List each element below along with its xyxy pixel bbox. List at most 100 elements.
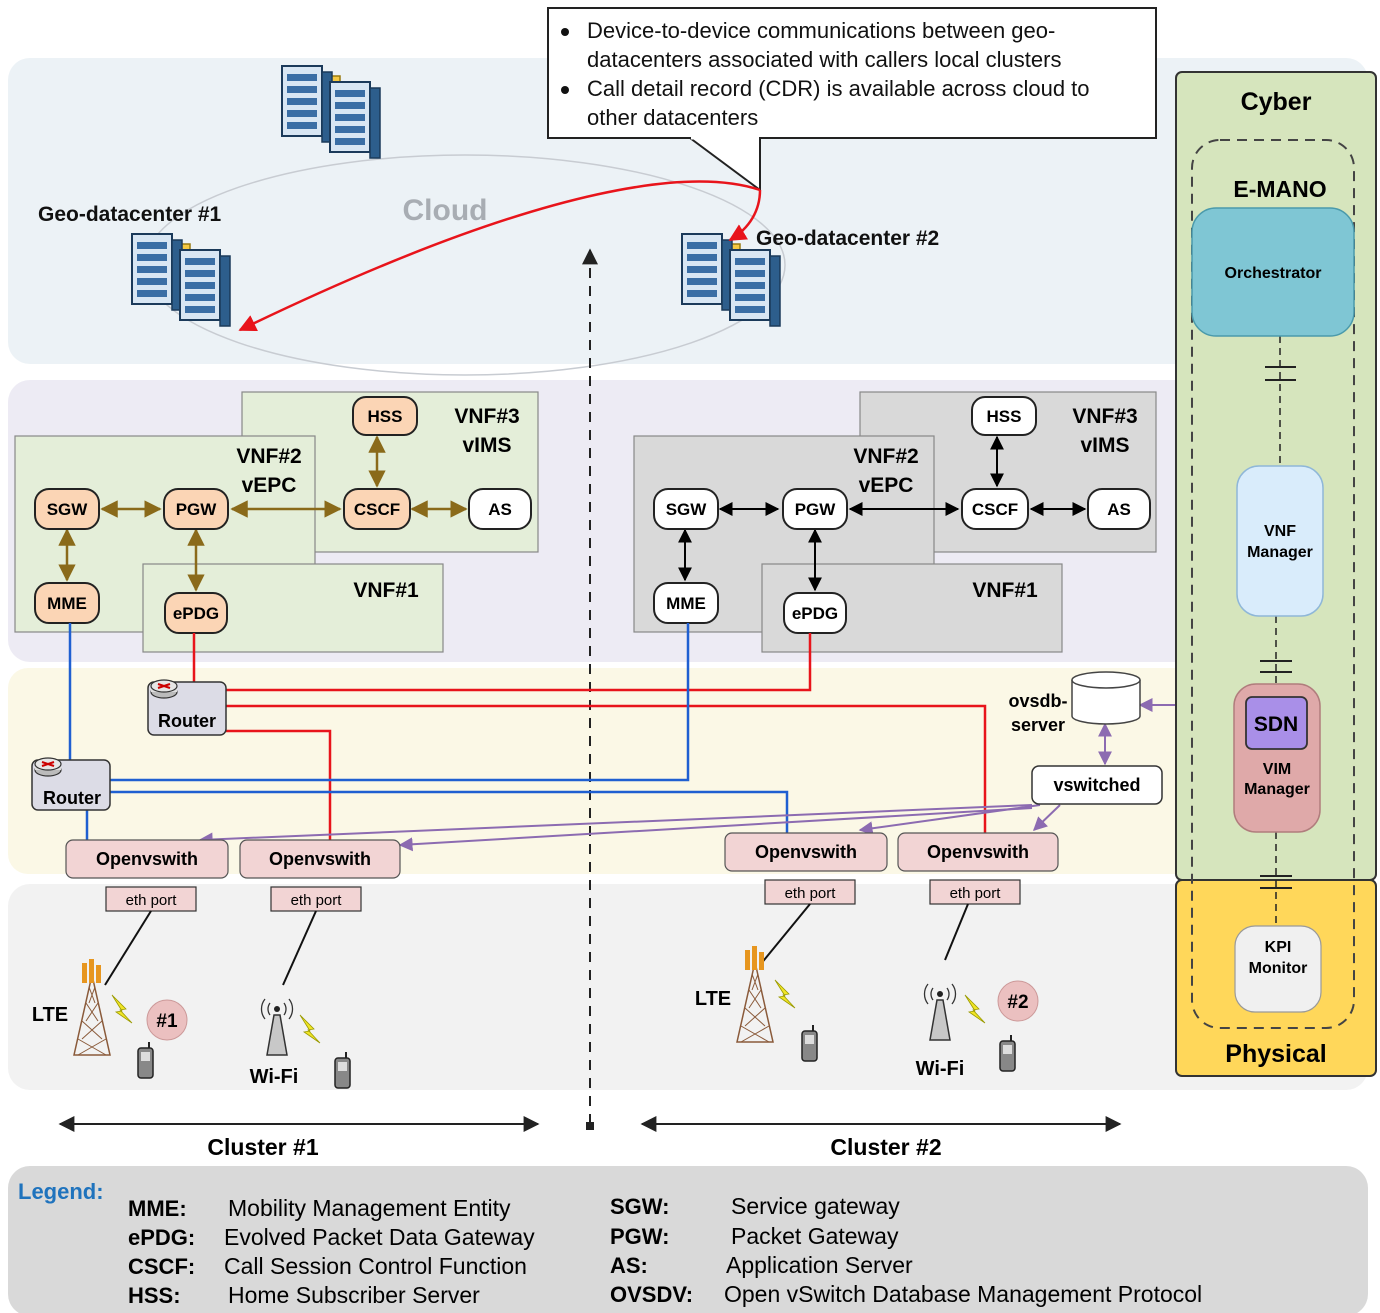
pgw-node-c2: PGW [782, 488, 848, 530]
sdn-box: SDN [1245, 696, 1308, 750]
legend-abbr: AS: [610, 1253, 648, 1278]
access-band [8, 884, 1368, 1090]
eth-port-1: eth port [105, 886, 197, 912]
datacenter-2-label: Geo-datacenter #2 [756, 227, 939, 250]
cscf-node-c1: CSCF [343, 488, 411, 530]
legend-desc: Open vSwitch Database Management Protoco… [724, 1281, 1202, 1307]
svg-text:Monitor: Monitor [1249, 960, 1308, 977]
mobile-phone-icon [999, 1034, 1016, 1072]
svg-text:AS: AS [1107, 500, 1131, 519]
vnf1-title-c2: VNF#1 [972, 579, 1038, 602]
wifi-label-2: Wi-Fi [916, 1058, 965, 1080]
hss-node-c2: HSS [971, 396, 1037, 436]
svg-text:Openvswith: Openvswith [927, 842, 1029, 862]
svg-text:eth port: eth port [785, 885, 837, 902]
legend-desc: Service gateway [731, 1193, 900, 1219]
as-node-c1: AS [468, 488, 532, 530]
vnf1-title-c1: VNF#1 [353, 579, 419, 602]
callout-bullet-2a: Call detail record (CDR) is available ac… [587, 76, 1090, 101]
emano-label: E-MANO [1233, 176, 1326, 202]
mobile-phone-icon [137, 1041, 154, 1079]
legend-desc: Packet Gateway [731, 1223, 899, 1249]
openvswitch-3: Openvswith [724, 832, 888, 872]
datacenter-1-label: Geo-datacenter #1 [38, 203, 222, 226]
legend-desc: Home Subscriber Server [228, 1282, 480, 1308]
svg-text:AS: AS [488, 500, 512, 519]
epdg-node-c1: ePDG [164, 592, 228, 634]
callout-bullet-1a: Device-to-device communications between … [587, 18, 1055, 43]
svg-text:vswitched: vswitched [1053, 775, 1140, 795]
vnf2-sub-c1: vEPC [242, 474, 297, 497]
blue-link-mme2 [110, 623, 690, 782]
lte-label-1: LTE [32, 1004, 68, 1026]
router-1: Router [147, 679, 227, 736]
openvswitch-1: Openvswith [65, 839, 229, 879]
router-icon [150, 679, 178, 699]
vnf2-title-c2: VNF#2 [853, 445, 918, 468]
vnf3-title-c1: VNF#3 [454, 405, 519, 428]
cloud-label: Cloud [403, 194, 488, 227]
svg-text:SGW: SGW [47, 500, 89, 519]
svg-text:eth port: eth port [126, 892, 178, 909]
physical-label: Physical [1225, 1040, 1326, 1068]
user-badge-2: #2 [997, 980, 1039, 1022]
svg-text:MME: MME [666, 594, 706, 613]
red-link-ovs2 [226, 729, 332, 843]
svg-text:SDN: SDN [1254, 713, 1298, 736]
vnf-manager-box: VNF Manager [1236, 465, 1324, 617]
hss-node-c1: HSS [352, 396, 418, 436]
ovsdb-label-1: ovsdb- [1008, 691, 1067, 711]
legend-desc: Application Server [726, 1252, 913, 1278]
legend-desc: Mobility Management Entity [228, 1195, 511, 1221]
svg-text:eth port: eth port [291, 892, 343, 909]
vnf2-title-c1: VNF#2 [236, 445, 301, 468]
mme-node-c2: MME [653, 582, 719, 624]
ovsdb-label-2: server [1011, 715, 1065, 735]
svg-text:Openvswith: Openvswith [755, 842, 857, 862]
eth-port-2: eth port [270, 886, 362, 912]
vnf3-sub-c2: vIMS [1080, 434, 1129, 457]
cluster-2-label: Cluster #2 [830, 1134, 941, 1160]
svg-text:PGW: PGW [795, 500, 837, 519]
svg-text:Router: Router [158, 711, 216, 731]
emano-boundary [1191, 139, 1355, 1029]
svg-text:Openvswith: Openvswith [269, 849, 371, 869]
svg-text:PGW: PGW [176, 500, 218, 519]
svg-text:VNF: VNF [1264, 523, 1296, 540]
orchestrator-box: Orchestrator [1191, 207, 1355, 337]
mobile-phone-icon [334, 1051, 351, 1089]
eth-port-3: eth port [764, 879, 856, 905]
legend-abbr: ePDG: [128, 1225, 195, 1250]
legend-items: MME: Mobility Management Entity ePDG: Ev… [128, 1193, 1202, 1308]
svg-text:MME: MME [47, 594, 87, 613]
legend-abbr: OVSDV: [610, 1282, 693, 1307]
legend-abbr: CSCF: [128, 1254, 195, 1279]
svg-text:Manager: Manager [1247, 544, 1313, 561]
wifi-label-1: Wi-Fi [250, 1066, 299, 1088]
svg-text:#1: #1 [156, 1011, 178, 1032]
svg-text:eth port: eth port [950, 885, 1002, 902]
svg-text:CSCF: CSCF [972, 500, 1018, 519]
legend-abbr: PGW: [610, 1224, 669, 1249]
legend-desc: Evolved Packet Data Gateway [224, 1224, 535, 1250]
as-node-c2: AS [1087, 488, 1151, 530]
svg-text:#2: #2 [1007, 992, 1028, 1013]
sgw-node-c1: SGW [34, 488, 100, 530]
red-link-ovs4 [226, 704, 987, 835]
dc-link-to-dc1 [238, 180, 761, 332]
pgw-node-c1: PGW [163, 488, 229, 530]
cscf-node-c2: CSCF [961, 488, 1029, 530]
ovsdb-server [1071, 671, 1141, 725]
svg-text:ePDG: ePDG [173, 604, 219, 623]
dc-link-to-dc2 [728, 189, 762, 242]
vnf3-title-c2: VNF#3 [1072, 405, 1137, 428]
callout-bullet-2b: other datacenters [587, 105, 758, 130]
blue-link-ovs3 [110, 790, 789, 835]
svg-text:Orchestrator: Orchestrator [1225, 265, 1322, 282]
user-badge-1: #1 [146, 999, 188, 1041]
lte-label-2: LTE [695, 988, 731, 1010]
svg-text:ePDG: ePDG [792, 604, 838, 623]
red-link-epdg2 [226, 633, 812, 692]
mobile-phone-icon [801, 1024, 818, 1062]
